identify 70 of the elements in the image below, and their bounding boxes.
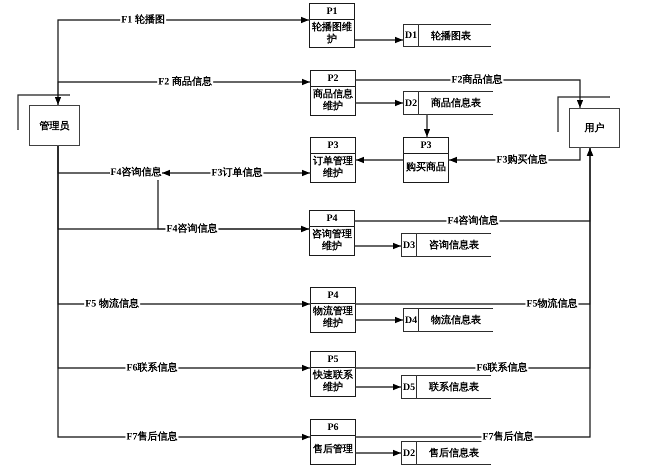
flow-arrow: [57, 146, 310, 440]
store-id: D1: [404, 30, 418, 41]
edge-label: F7售后信息: [481, 432, 535, 442]
edge-label: F2商品信息: [450, 74, 504, 86]
edge-label: F3购买信息: [495, 154, 549, 166]
flow-arrow: [356, 450, 401, 456]
process-box: [310, 137, 356, 183]
data-store: [401, 441, 491, 465]
store-id: D2: [404, 98, 418, 108]
store-name: 联系信息表: [429, 382, 479, 393]
process-name: 轮播图维护: [310, 22, 353, 46]
store-id: D4: [404, 314, 418, 326]
store-name: 咨询信息表: [429, 240, 479, 251]
store-name: 轮播图表: [431, 30, 471, 42]
store-name: 物流信息表: [431, 315, 481, 326]
process-id: P2: [327, 73, 339, 84]
data-store: [403, 24, 491, 47]
edge-label: F6联系信息: [125, 362, 179, 374]
flow-arrow: [355, 36, 403, 44]
process-box: [310, 351, 356, 397]
external-entity-box: [569, 108, 620, 148]
process-id: P1: [326, 6, 338, 17]
data-store: [403, 91, 493, 115]
process-box: [310, 419, 356, 465]
edge-label: F5 物流信息: [84, 298, 140, 310]
flow-arrow: [356, 384, 401, 390]
edge-label: F5物流信息: [525, 298, 579, 310]
process-id: P4: [327, 290, 339, 301]
entity-name: 用户: [584, 121, 604, 135]
process-name: 物流管理维护: [312, 306, 354, 330]
data-store: [403, 308, 493, 332]
process-name: 购买商品: [406, 162, 446, 174]
store-id: D5: [402, 382, 416, 392]
data-store: [401, 233, 491, 257]
flow-arrow: [355, 242, 401, 250]
edge-label: F2 商品信息: [157, 76, 213, 88]
external-entity-box: [29, 105, 80, 146]
edge-label: F4咨询信息: [446, 216, 500, 226]
flow-arrow: [356, 316, 403, 324]
process-box: [310, 70, 356, 116]
process-name: 订单管理维护: [312, 156, 354, 180]
store-name: 商品信息表: [431, 98, 481, 109]
edge-label: F4咨询信息: [165, 224, 219, 234]
edge-label: F6联系信息: [475, 362, 529, 374]
process-id: P6: [327, 422, 339, 433]
store-name: 售后信息表: [429, 448, 479, 459]
process-box: [403, 137, 449, 183]
process-id: P4: [326, 213, 338, 224]
process-box: [309, 210, 355, 256]
flow-arrow: [424, 115, 430, 137]
edge-label: F7售后信息: [125, 432, 179, 442]
edge-label: F3订单信息: [210, 168, 264, 178]
edge-label: F1 轮播图: [120, 14, 166, 26]
flow-arrow: [356, 148, 594, 438]
process-box: [310, 287, 356, 333]
process-id: P3: [420, 140, 432, 151]
store-id: D3: [402, 240, 416, 250]
process-box: [309, 3, 355, 48]
process-name: 咨询管理维护: [311, 229, 353, 253]
data-store: [401, 375, 491, 399]
process-name: 商品信息维护: [312, 89, 354, 113]
process-id: P3: [327, 140, 339, 151]
flow-label: F4咨询信息: [110, 166, 162, 180]
flow-arrow: [356, 156, 403, 164]
process-name: 快速联系维护: [312, 370, 354, 394]
process-id: P5: [327, 354, 339, 365]
entity-name: 管理员: [40, 120, 70, 132]
store-id: D2: [402, 448, 416, 458]
process-name: 售后管理: [313, 444, 353, 456]
flow-arrow: [356, 100, 403, 106]
